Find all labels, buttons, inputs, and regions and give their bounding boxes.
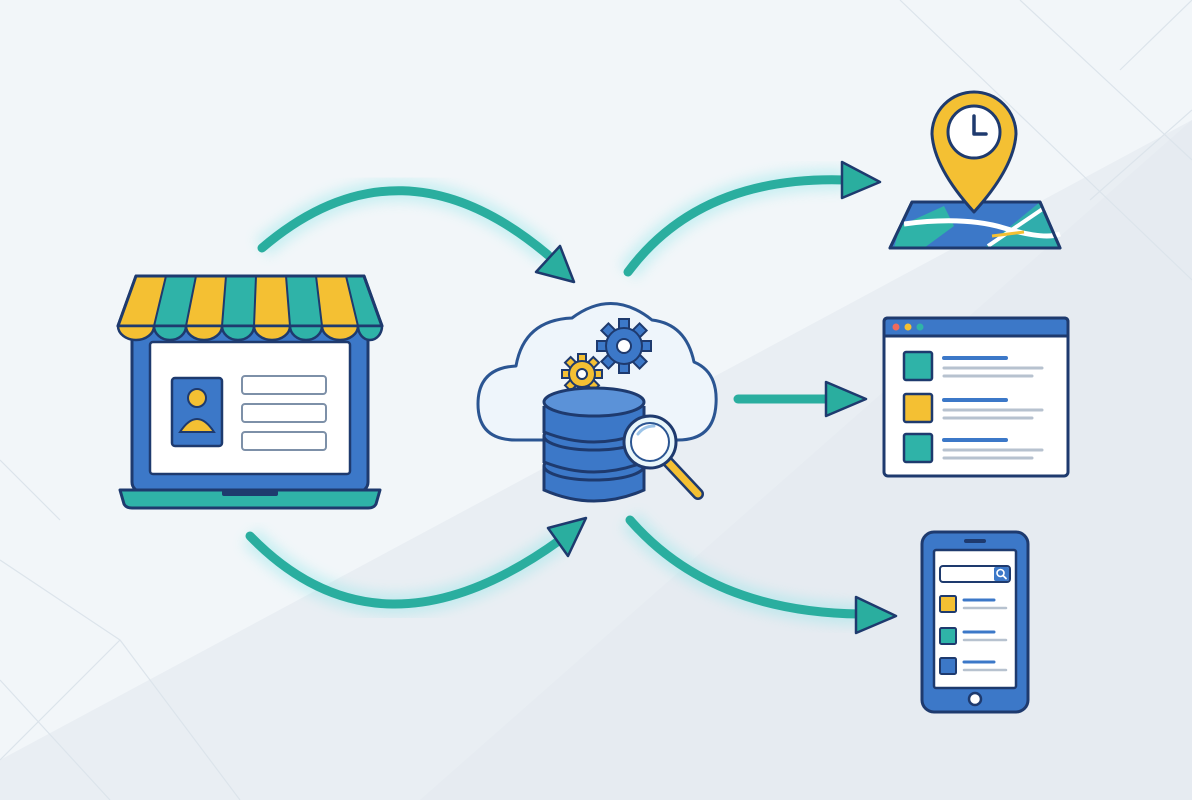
map-pin-clock-icon	[884, 78, 1064, 254]
browser-listing-icon	[882, 316, 1070, 478]
cloud-database-icon	[472, 290, 722, 510]
mobile-search-icon	[920, 530, 1032, 716]
large-gear-icon	[596, 318, 652, 374]
database-icon	[542, 386, 646, 503]
laptop-storefront-icon	[110, 272, 390, 512]
search-bar	[939, 565, 1011, 583]
magnifier-icon	[622, 414, 704, 500]
